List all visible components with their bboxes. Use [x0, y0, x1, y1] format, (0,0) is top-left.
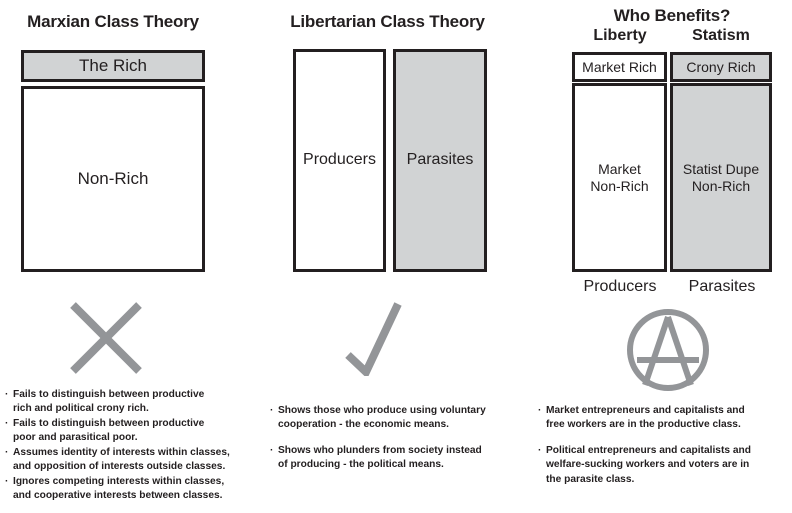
list-item-text: Ignores competing interests within class…	[13, 475, 225, 502]
box-market-non-rich-label: Market Non-Rich	[590, 160, 649, 194]
box-market-rich-label: Market Rich	[582, 58, 657, 75]
check-mark-icon	[340, 300, 412, 379]
box-market-rich: Market Rich	[572, 52, 667, 82]
box-crony-rich: Crony Rich	[670, 52, 772, 82]
bullet-marker: ·	[538, 444, 542, 456]
column-title-who-benefits: Who Benefits?	[613, 6, 731, 25]
spacer	[538, 433, 788, 444]
list-item-text: Fails to distinguish between productive …	[13, 417, 205, 444]
under-label-parasites: Parasites	[688, 278, 756, 295]
box-crony-rich-label: Crony Rich	[686, 58, 756, 75]
box-statist-dupe-non-rich: Statist Dupe Non-Rich	[670, 83, 772, 272]
bullet-marker: ·	[270, 444, 274, 456]
list-item-text: Fails to distinguish between productive …	[13, 389, 205, 415]
list-item: · Assumes identity of interests within c…	[5, 446, 245, 475]
bullet-marker: ·	[270, 405, 274, 416]
under-label-producers: Producers	[583, 278, 657, 295]
box-market-non-rich: Market Non-Rich	[572, 83, 667, 272]
list-item: · Ignores competing interests within cla…	[5, 475, 245, 504]
bullet-list-libertarian: · Shows those who produce using voluntar…	[270, 404, 515, 473]
x-mark-icon	[68, 300, 144, 376]
box-statist-dupe-non-rich-label: Statist Dupe Non-Rich	[682, 160, 760, 194]
box-non-rich: Non-Rich	[21, 86, 205, 272]
box-non-rich-label: Non-Rich	[77, 168, 149, 188]
list-item-text: Shows who plunders from society instead …	[278, 444, 482, 471]
box-the-rich-label: The Rich	[78, 55, 148, 75]
box-producers-label: Producers	[303, 151, 376, 169]
bullet-marker: ·	[538, 405, 542, 416]
list-item: · Shows those who produce using voluntar…	[270, 404, 515, 433]
list-item-text: Market entrepreneurs and capitalists and…	[546, 405, 745, 431]
bullet-marker: ·	[5, 446, 9, 458]
box-parasites-label: Parasites	[406, 151, 474, 169]
box-parasites: Parasites	[393, 49, 487, 272]
list-item: · Market entrepreneurs and capitalists a…	[538, 404, 788, 433]
bullet-marker: ·	[5, 389, 9, 400]
bullet-marker: ·	[5, 475, 9, 487]
bullet-list-who-benefits: · Market entrepreneurs and capitalists a…	[538, 404, 788, 487]
subtitle-liberty: Liberty	[593, 27, 647, 44]
list-item: · Political entrepreneurs and capitalist…	[538, 444, 788, 487]
spacer	[270, 433, 515, 444]
column-title-libertarian: Libertarian Class Theory	[290, 12, 485, 31]
list-item: · Fails to distinguish between productiv…	[5, 388, 245, 417]
list-item: · Shows who plunders from society instea…	[270, 444, 515, 473]
circle-a-anarchy-icon	[625, 307, 711, 393]
box-the-rich: The Rich	[21, 50, 205, 82]
bullet-list-marxian: · Fails to distinguish between productiv…	[5, 388, 245, 504]
list-item-text: Shows those who produce using voluntary …	[278, 405, 486, 431]
list-item-text: Political entrepreneurs and capitalists …	[546, 444, 751, 485]
list-item: · Fails to distinguish between productiv…	[5, 417, 245, 446]
column-title-marxian: Marxian Class Theory	[27, 12, 199, 31]
box-producers: Producers	[293, 49, 386, 272]
bullet-marker: ·	[5, 417, 9, 429]
list-item-text: Assumes identity of interests within cla…	[13, 446, 230, 473]
subtitle-statism: Statism	[692, 27, 750, 44]
